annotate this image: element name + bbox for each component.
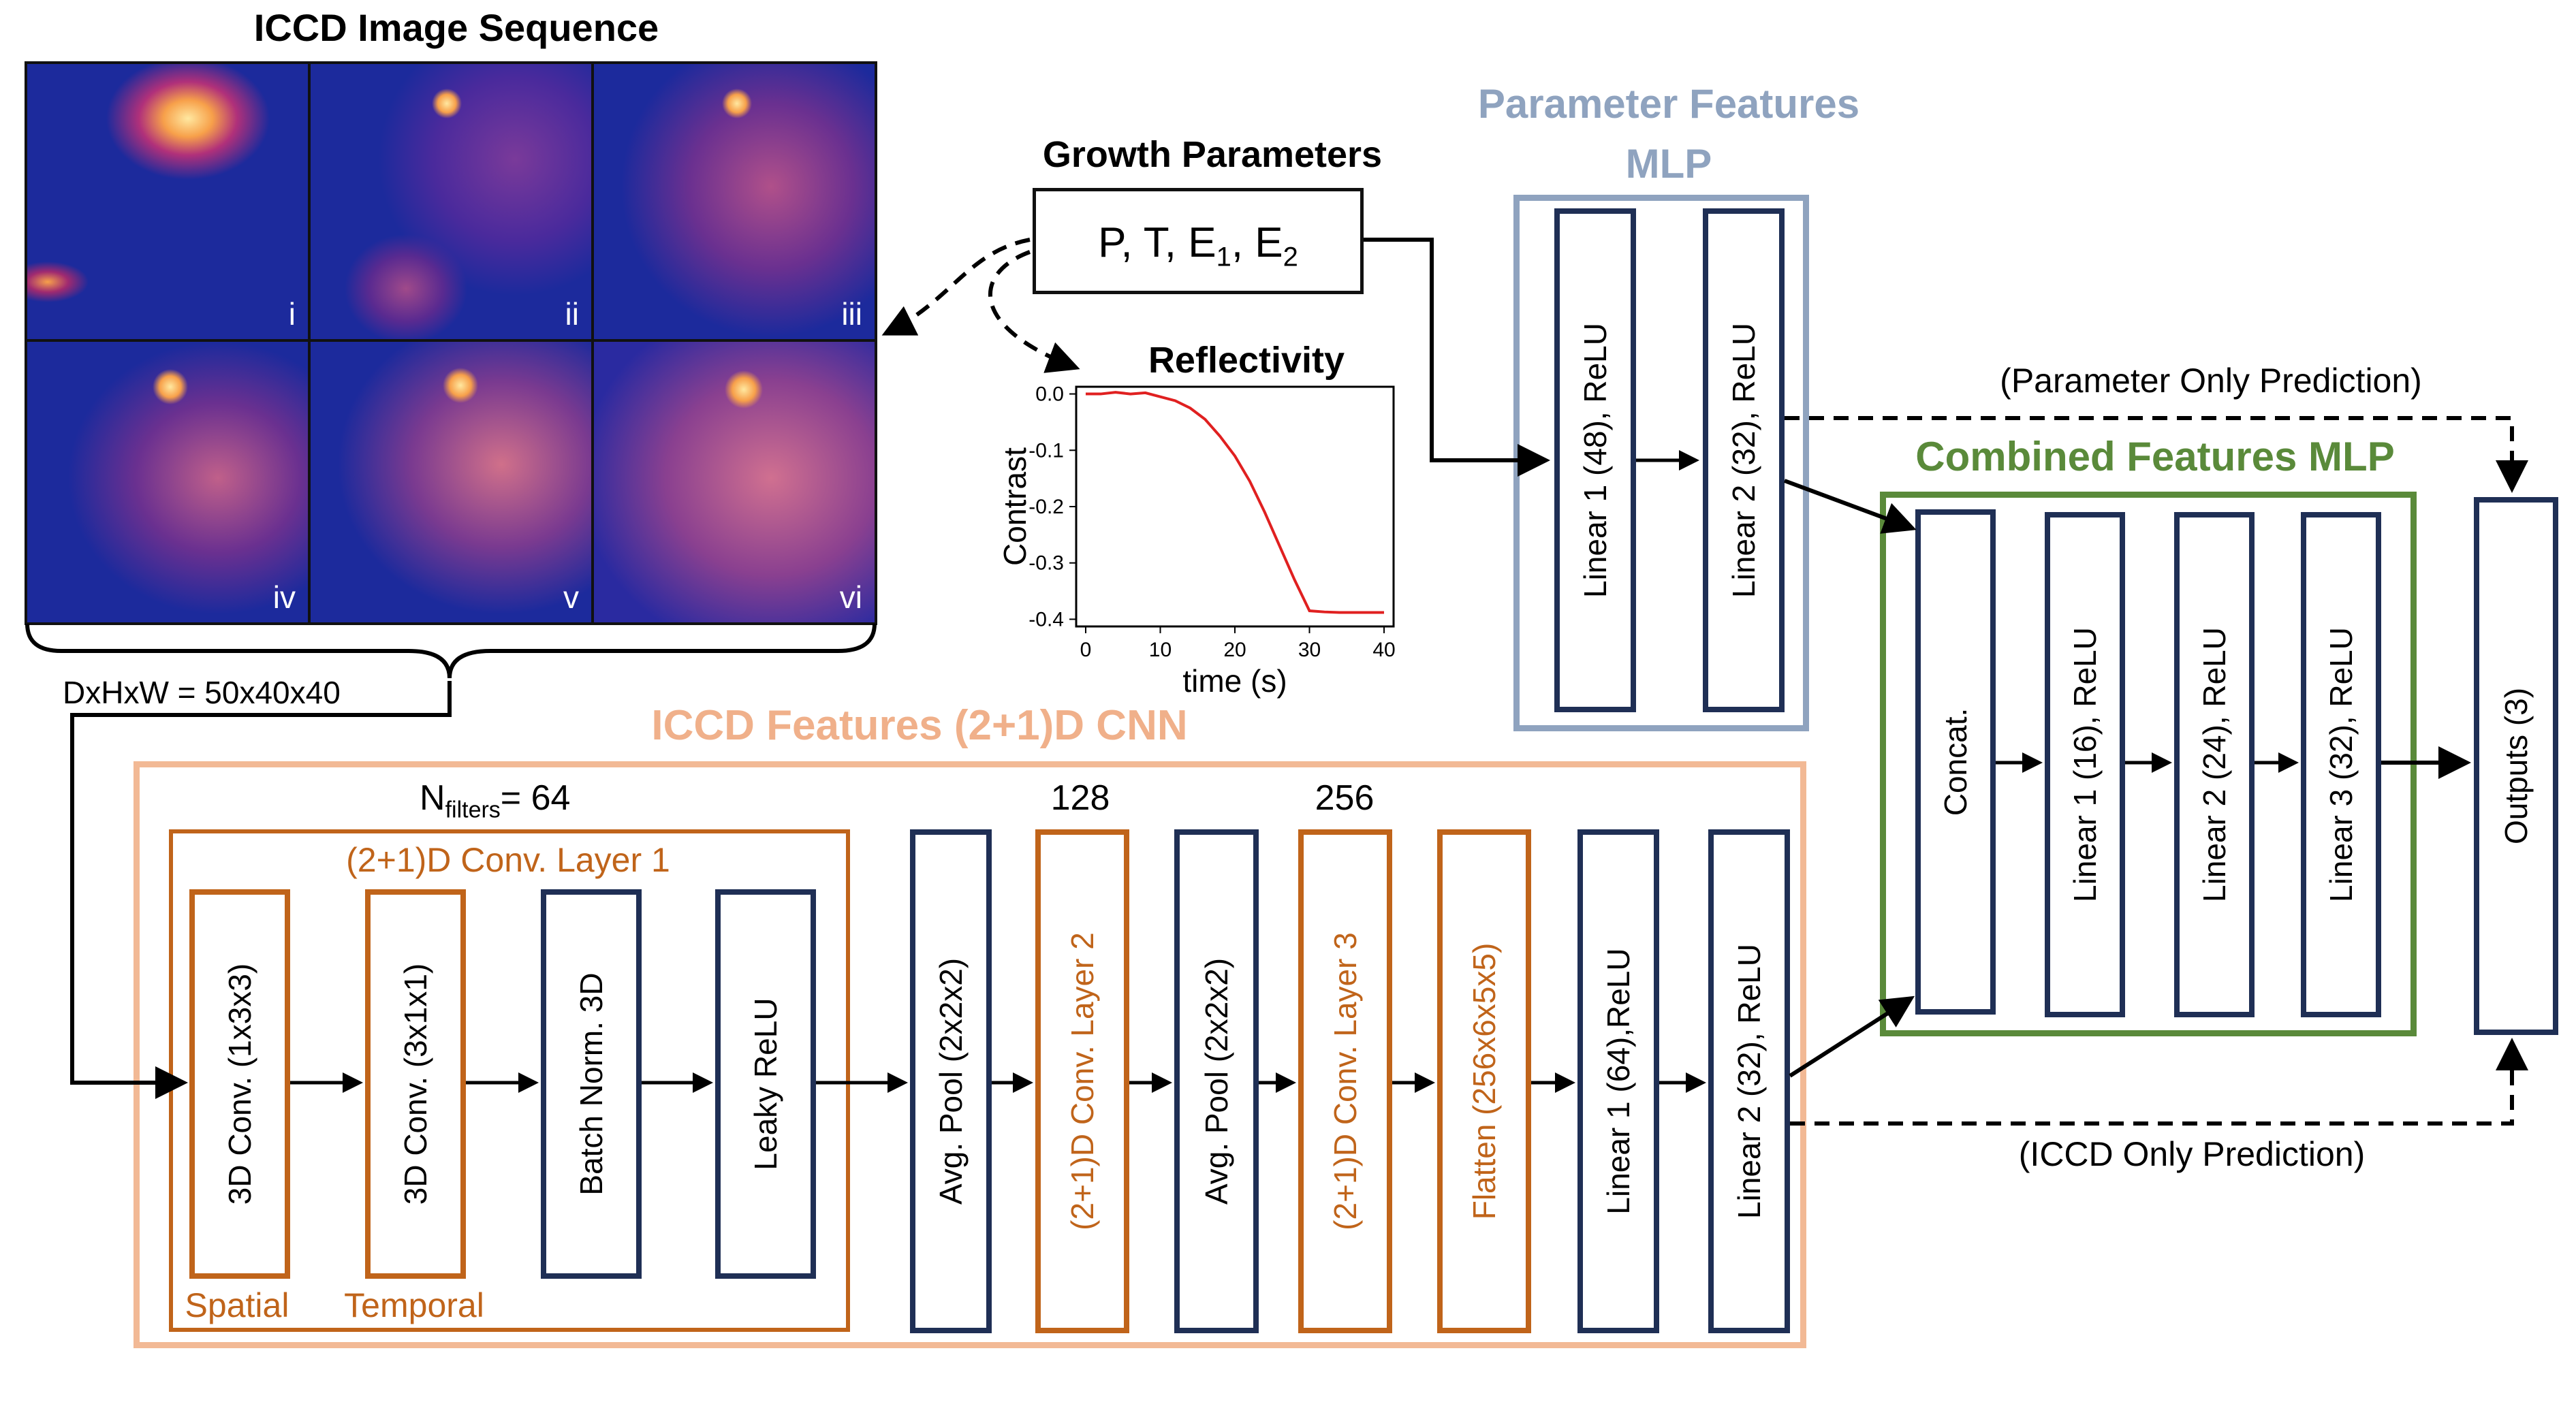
- param-linear-1: Linear 1 (48), ReLU: [1554, 208, 1636, 712]
- iccd-panel-2: ii: [308, 61, 594, 342]
- avg-pool-2: Avg. Pool (2x2x2): [1174, 829, 1259, 1333]
- growth-parameters-values: P, T, E1, E2: [1098, 219, 1298, 272]
- y-tick-label: -0.3: [1028, 552, 1064, 575]
- y-tick-label: 0.0: [1035, 383, 1064, 406]
- iccd-dimensions: DxHxW = 50x40x40: [63, 675, 341, 710]
- x-tick-label: 10: [1149, 639, 1172, 661]
- e-subscript-1: 1: [1216, 242, 1231, 272]
- iccd-sequence-title: ICCD Image Sequence: [253, 6, 659, 49]
- iccd-panel-1: i: [25, 61, 311, 342]
- cnn-linear-2: Linear 2 (32), ReLU: [1708, 829, 1790, 1333]
- cnn-to-concat: [1789, 995, 1915, 1078]
- panel-label: vi: [839, 579, 862, 615]
- reflectivity-series-line: [1085, 391, 1385, 614]
- avg-pool-1: Avg. Pool (2x2x2): [910, 829, 992, 1333]
- conv-layer-3: (2+1)D Conv. Layer 3: [1298, 829, 1392, 1333]
- spatial-conv: 3D Conv. (1x3x3): [189, 889, 290, 1279]
- nfilters-base: N: [420, 778, 445, 818]
- panel-label: v: [563, 579, 579, 615]
- plot-frame: [1075, 385, 1395, 628]
- param-mlp-title-2: MLP: [1625, 141, 1712, 187]
- params-to-mlp-arrow: [1364, 238, 1550, 477]
- conv-layer-1-title: (2+1)D Conv. Layer 1: [346, 841, 670, 879]
- input-arrow: [70, 681, 452, 1099]
- combined-linear-2: Linear 2 (24), ReLU: [2174, 512, 2255, 1017]
- conv-layer-2: (2+1)D Conv. Layer 2: [1035, 829, 1129, 1333]
- e-subscript-2: 2: [1283, 242, 1298, 272]
- x-tick-label: 30: [1298, 639, 1321, 661]
- cnn-title: ICCD Features (2+1)D CNN: [651, 702, 1188, 749]
- cnn-linear-1: Linear 1 (64),ReLU: [1577, 829, 1659, 1333]
- nfilters-sub: filters: [445, 797, 501, 823]
- temporal-label: Temporal: [344, 1286, 484, 1324]
- y-tick-label: -0.2: [1028, 496, 1064, 518]
- flatten-layer: Flatten (256x6x5x5): [1437, 829, 1531, 1333]
- panel-label: i: [288, 296, 296, 332]
- panel-label: iii: [841, 296, 862, 332]
- combined-concat: Concat.: [1915, 509, 1996, 1015]
- y-tick-label: -0.1: [1028, 439, 1064, 462]
- growth-parameters-title: Growth Parameters: [1042, 134, 1383, 175]
- batch-norm: Batch Norm. 3D: [541, 889, 642, 1279]
- param-only-path: [1785, 416, 2528, 493]
- combined-linear-1: Linear 1 (16), ReLU: [2045, 512, 2125, 1017]
- outputs-box: Outputs (3): [2474, 497, 2558, 1035]
- combined-mlp-title: Combined Features MLP: [1915, 434, 2395, 479]
- spatial-label: Spatial: [185, 1286, 289, 1324]
- x-tick-label: 40: [1372, 639, 1395, 661]
- iccd-panel-4: iv: [25, 339, 311, 625]
- panel-label: iv: [272, 579, 296, 615]
- x-tick-label: 0: [1080, 639, 1092, 661]
- combined-linear-3: Linear 3 (32), ReLU: [2301, 512, 2381, 1017]
- iccd-only-path: [1790, 1038, 2528, 1126]
- params-sep: , E: [1231, 219, 1283, 266]
- temporal-conv: 3D Conv. (3x1x1): [365, 889, 466, 1279]
- param-linear-2: Linear 2 (32), ReLU: [1703, 208, 1785, 712]
- param-only-prediction-label: (Parameter Only Prediction): [2000, 362, 2422, 400]
- x-axis-label: time (s): [1182, 663, 1287, 699]
- growth-parameters-box: P, T, E1, E2: [1033, 188, 1364, 294]
- image-brace: [25, 623, 877, 679]
- params-to-reflectivity-arrow: [988, 250, 1080, 373]
- filters-256: 256: [1315, 778, 1375, 818]
- reflectivity-title: Reflectivity: [1148, 340, 1345, 381]
- iccd-only-prediction-label: (ICCD Only Prediction): [2018, 1135, 2366, 1173]
- nfilters-label: Nfilters= 64: [420, 778, 570, 823]
- filters-128: 128: [1050, 778, 1110, 818]
- params-to-images-arrow: [881, 238, 1031, 336]
- panel-label: ii: [565, 296, 579, 332]
- nfilters-val: = 64: [500, 778, 571, 818]
- y-tick-label: -0.4: [1028, 608, 1064, 631]
- leaky-relu: Leaky ReLU: [715, 889, 816, 1279]
- iccd-panel-3: iii: [591, 61, 877, 342]
- params-base: P, T, E: [1098, 219, 1216, 266]
- y-axis-label: Contrast: [997, 447, 1033, 566]
- param-to-concat: [1783, 479, 1917, 534]
- x-tick-label: 20: [1223, 639, 1246, 661]
- iccd-panel-6: vi: [591, 339, 877, 625]
- param-mlp-title-1: Parameter Features: [1477, 81, 1860, 127]
